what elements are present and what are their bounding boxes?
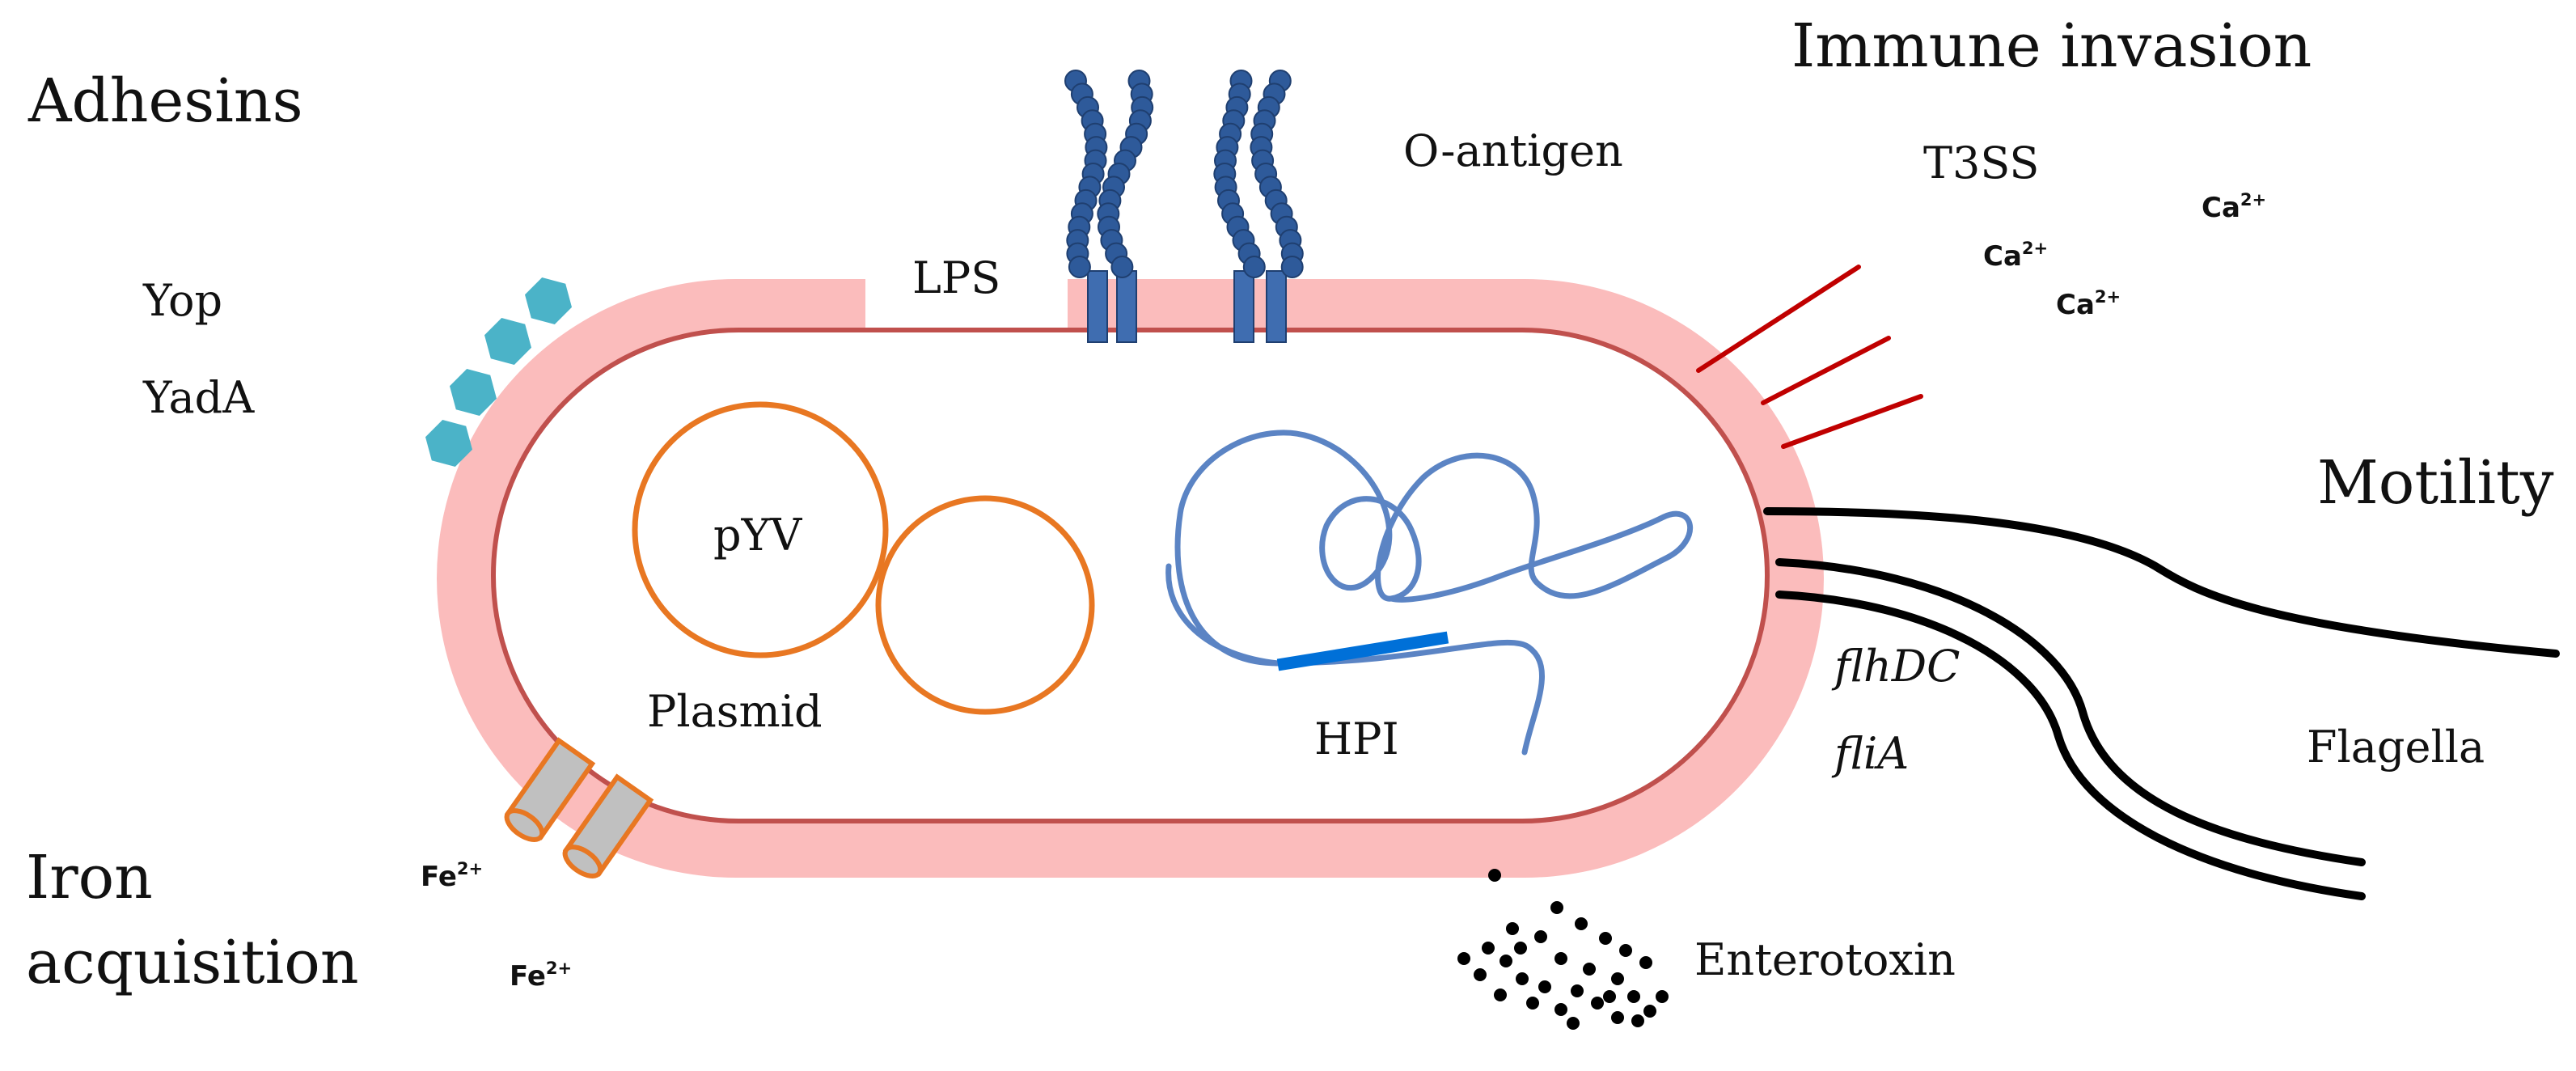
- enterotoxin-dot-icon: [1639, 956, 1652, 969]
- lps-chain-icon: [1097, 70, 1154, 278]
- inner-membrane: [491, 328, 1770, 823]
- enterotoxin-dot-icon: [1611, 972, 1624, 985]
- enterotoxin-dot-icon: [1591, 997, 1604, 1010]
- plasmid-pyv-circle: [632, 401, 889, 658]
- lps-bead: [1068, 256, 1091, 278]
- flagellum: [1775, 558, 2366, 866]
- lps-anchor: [1087, 270, 1108, 343]
- label-plasmid: Plasmid: [647, 686, 823, 737]
- enterotoxin-dot-icon: [1571, 984, 1584, 997]
- enterotoxin-dot-icon: [1534, 930, 1547, 943]
- enterotoxin-dot-icon: [1526, 997, 1539, 1010]
- enterotoxin-dot-icon: [1538, 980, 1551, 993]
- enterotoxin-particles: [1457, 869, 1669, 1030]
- t3ss-needles: [1696, 265, 1923, 449]
- t3ss-needle-icon: [1761, 336, 1891, 405]
- lps-bead: [1280, 256, 1304, 278]
- enterotoxin-dot-icon: [1554, 1003, 1567, 1016]
- enterotoxin-dot-icon: [1619, 944, 1632, 957]
- chromosome: [1174, 430, 1693, 756]
- lps-molecules: [1064, 70, 1304, 343]
- enterotoxin-dot-icon: [1656, 990, 1669, 1003]
- label-flagella: Flagella: [2307, 722, 2485, 773]
- enterotoxin-dot-icon: [1514, 942, 1527, 955]
- enterotoxin-dot-icon: [1482, 942, 1495, 955]
- lps-chain-icon: [1064, 70, 1108, 278]
- plasmid-circle: [875, 495, 1095, 715]
- adhesin-hexagon-icon: [450, 369, 497, 416]
- lps-anchor: [1266, 270, 1287, 343]
- calcium-ion-label: Ca2+: [2056, 287, 2121, 321]
- enterotoxin-dot-icon: [1457, 952, 1470, 965]
- label-hpi: HPI: [1314, 713, 1399, 764]
- calcium-ion-label: Ca2+: [2202, 190, 2266, 224]
- adhesin-hexagon-icon: [484, 318, 531, 365]
- flagellum: [1775, 591, 2366, 900]
- t3ss-needle-icon: [1781, 394, 1923, 449]
- heading-immune-invasion: Immune invasion: [1791, 11, 2312, 81]
- enterotoxin-dot-icon: [1506, 922, 1519, 935]
- enterotoxin-dot-icon: [1550, 901, 1563, 914]
- label-lps: LPS: [912, 252, 1000, 303]
- heading-adhesins: Adhesins: [27, 66, 303, 136]
- lps-chain-icon: [1213, 70, 1266, 278]
- enterotoxin-dot-icon: [1494, 988, 1507, 1001]
- iron-channels: [504, 737, 654, 878]
- enterotoxin-dot-icon: [1627, 990, 1640, 1003]
- label-yada: YadA: [142, 372, 255, 423]
- label-flia: fliA: [1831, 728, 1909, 779]
- iron-channel-icon: [562, 773, 654, 878]
- lps-bead: [1110, 256, 1134, 278]
- lps-anchor: [1116, 270, 1137, 343]
- enterotoxin-dot-icon: [1583, 963, 1596, 976]
- iron-ion-label: Fe2+: [421, 859, 483, 893]
- enterotoxin-dot-icon: [1474, 968, 1487, 981]
- lps-bead: [1242, 256, 1266, 278]
- enterotoxin-dot-icon: [1611, 1011, 1624, 1024]
- label-yop: Yop: [142, 275, 222, 326]
- chromosome-tail: [1165, 563, 1281, 667]
- adhesin-hexagon-icon: [525, 277, 572, 324]
- heading-iron-line2: acquisition: [26, 928, 359, 997]
- label-pyv: pYV: [713, 510, 802, 561]
- label-flhdc: flhDC: [1831, 641, 1960, 692]
- t3ss-needle-icon: [1696, 265, 1861, 373]
- enterotoxin-dot-icon: [1575, 917, 1588, 930]
- enterotoxin-dot-icon: [1488, 869, 1501, 882]
- enterotoxin-dot-icon: [1631, 1014, 1644, 1027]
- enterotoxin-dot-icon: [1599, 932, 1612, 945]
- iron-channel-icon: [504, 737, 596, 842]
- enterotoxin-dot-icon: [1643, 1005, 1656, 1018]
- label-t3ss: T3SS: [1923, 138, 2039, 188]
- enterotoxin-dot-icon: [1554, 952, 1567, 965]
- label-o-antigen: O-antigen: [1403, 125, 1623, 176]
- enterotoxin-dot-icon: [1567, 1017, 1580, 1030]
- envelope-gap: [865, 267, 1068, 328]
- hpi-island-bar: [1276, 631, 1449, 671]
- flagella: [1763, 507, 2560, 900]
- adhesin-hexagon-icon: [425, 420, 472, 467]
- adhesin-proteins: [425, 277, 572, 467]
- enterotoxin-dot-icon: [1499, 955, 1512, 967]
- heading-motility: Motility: [2317, 448, 2554, 518]
- enterotoxin-dot-icon: [1516, 972, 1529, 985]
- lps-chain-icon: [1250, 70, 1304, 278]
- enterotoxin-dot-icon: [1603, 990, 1616, 1003]
- calcium-ion-label: Ca2+: [1983, 239, 2048, 273]
- label-enterotoxin: Enterotoxin: [1694, 934, 1956, 985]
- iron-ion-label: Fe2+: [510, 959, 572, 993]
- lps-anchor: [1233, 270, 1254, 343]
- flagellum: [1763, 507, 2560, 658]
- heading-iron-line1: Iron: [26, 843, 153, 912]
